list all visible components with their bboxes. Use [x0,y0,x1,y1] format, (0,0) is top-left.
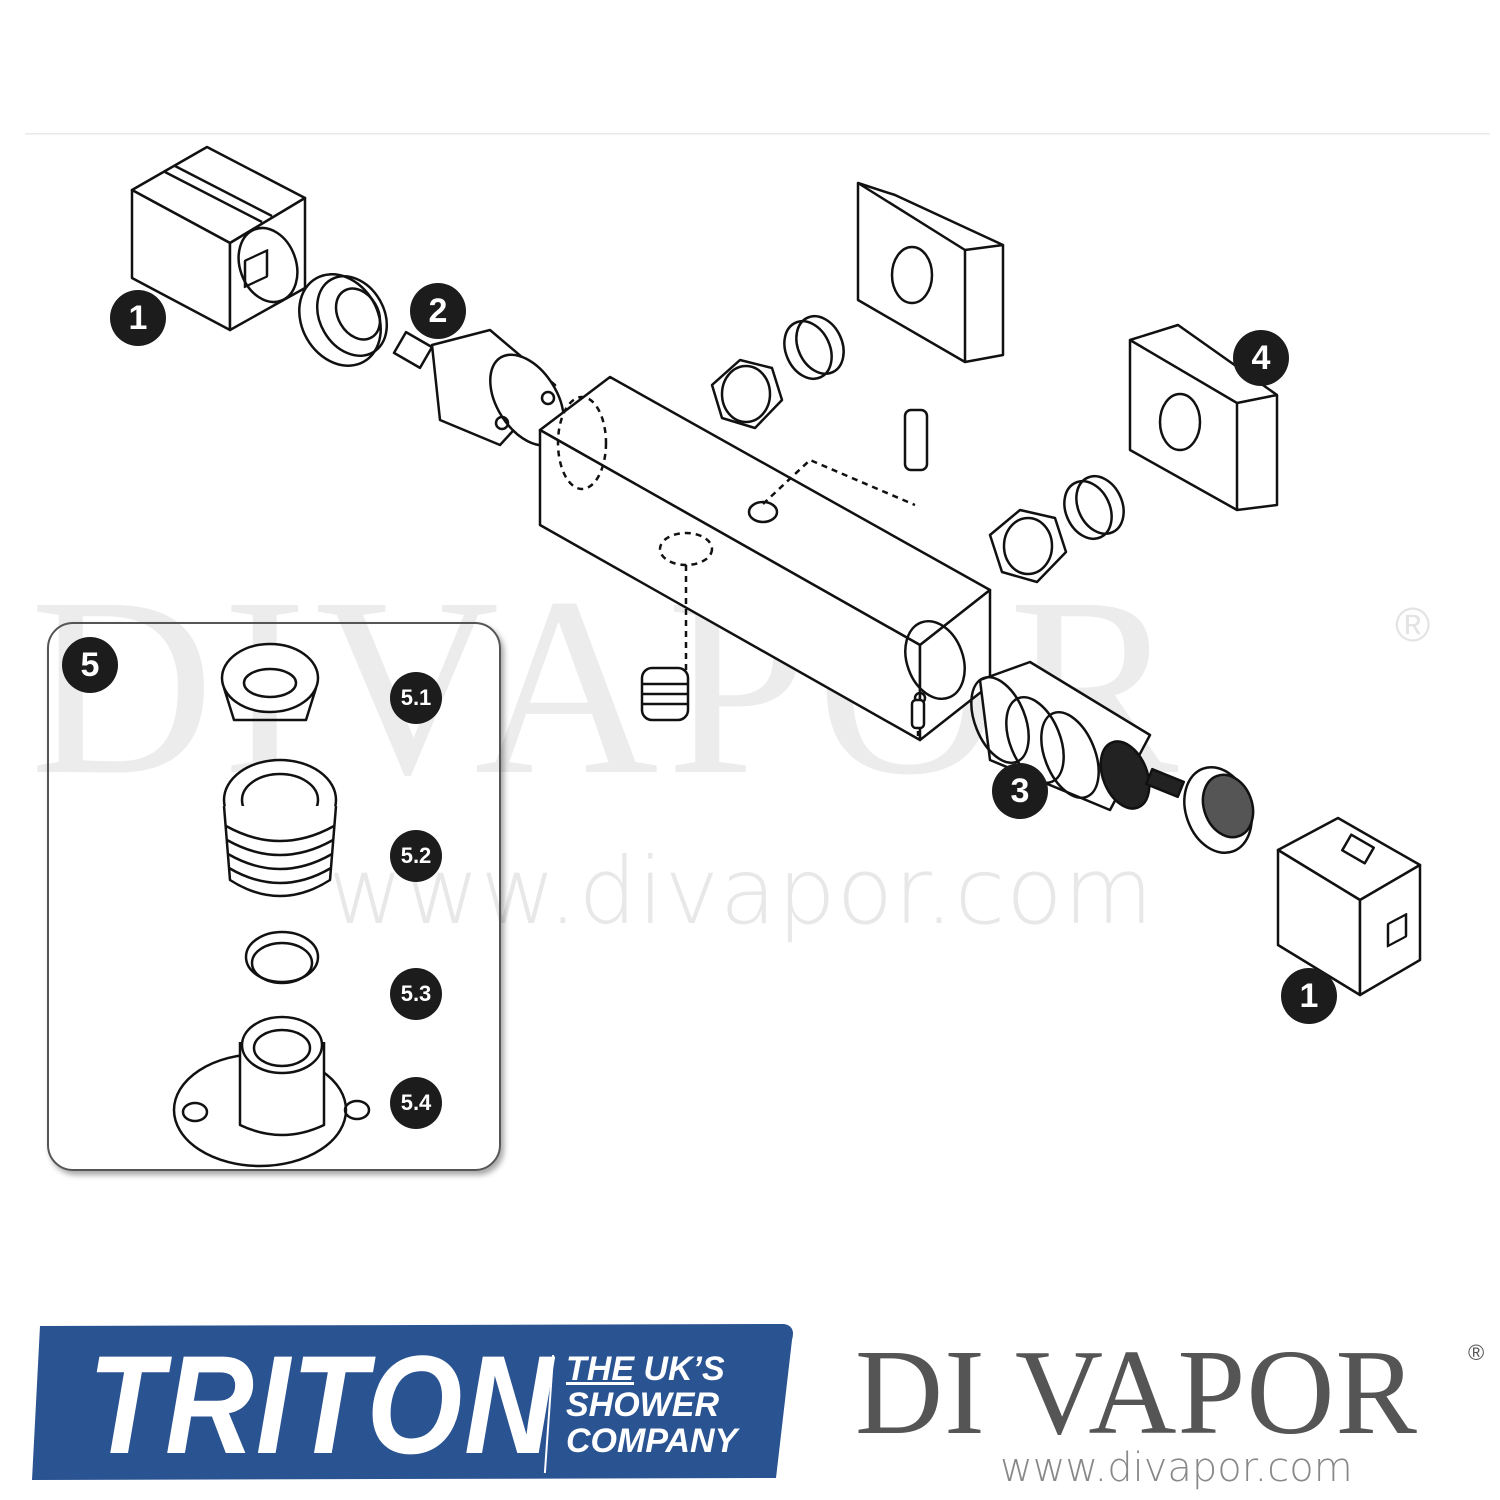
callout-badge-5-4: 5.4 [390,1077,442,1129]
callout-badge-1: 1 [110,290,166,346]
retaining-ring-left-drawing [298,273,389,367]
fitting-lower-drawing [640,666,690,722]
triton-tagline-uks: UK’S [634,1350,725,1388]
inset-olive-ring-drawing [244,930,320,985]
triton-logo-banner [32,1324,793,1480]
union-nut-upper-drawing [710,358,784,430]
callout-badge-4: 4 [1233,330,1289,386]
triton-wordmark: TRITON [88,1326,555,1483]
triton-tagline-line1: THE UK’S [566,1352,725,1386]
divapor-wordmark: DI VAPOR [855,1325,1418,1460]
check-valve-upper-drawing [783,315,845,380]
callout-badge-1-right: 1 [1281,968,1337,1024]
triton-tagline-line3: COMPANY [566,1422,738,1460]
exploded-parts-drawing [130,145,1422,1168]
watermark-registered-mark: ® [1395,599,1431,652]
pin-lower-drawing [910,698,926,730]
callout-badge-5: 5 [62,637,118,693]
handle-left-drawing [130,145,307,332]
inset-threaded-adaptor-drawing [222,758,338,898]
divapor-registered-mark: ® [1468,1340,1485,1365]
callout-badge-2: 2 [410,283,466,339]
triton-tagline-line2: SHOWER [566,1386,719,1424]
flow-cartridge-drawing [392,328,565,447]
handle-right-drawing [1276,816,1422,997]
inset-seal-washer-drawing [220,642,320,722]
inset-panel-part-5 [47,622,501,1171]
triton-tagline-the: THE [566,1350,634,1388]
watermark-url: www.divapor.com [328,838,1155,945]
callout-badge-5-1: 5.1 [390,672,442,724]
valve-body-drawing [538,375,992,742]
check-valve-lower-drawing [1063,475,1125,540]
wall-shroud-upper-drawing [856,181,1005,364]
pin-upper-drawing [903,408,929,472]
inset-wall-plate-drawing [172,1015,371,1168]
callout-badge-5-2: 5.2 [390,830,442,882]
callout-badge-5-3: 5.3 [390,968,442,1020]
callout-badge-3: 3 [992,763,1048,819]
retaining-ring-right-drawing [1183,765,1255,855]
divapor-url: www.divapor.com [1000,1445,1353,1491]
top-divider [25,133,1490,135]
union-nut-lower-drawing [988,508,1068,584]
